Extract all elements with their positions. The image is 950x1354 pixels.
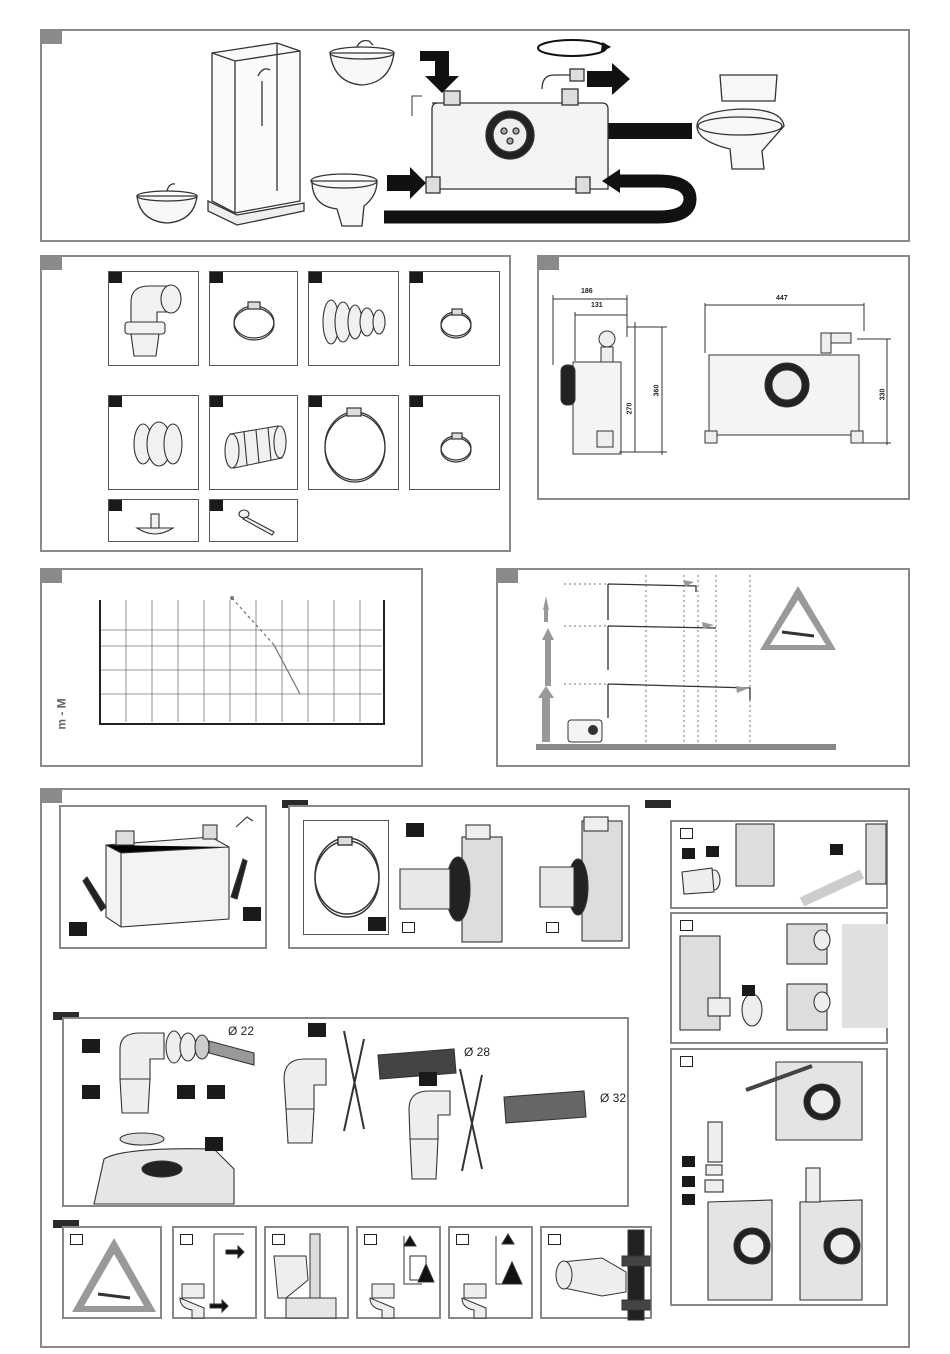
example-3 — [356, 1226, 441, 1319]
part-screw — [209, 499, 298, 542]
step-tag — [308, 1023, 326, 1037]
step-tag — [706, 846, 719, 857]
part-clamp-3 — [409, 395, 500, 490]
step-top-connection — [670, 1048, 888, 1306]
dim-side-inner: 131 — [591, 302, 603, 309]
panel-dimensions: 186 131 360 270 447 330 — [537, 255, 910, 500]
step-tag — [205, 1137, 223, 1151]
panel-overview — [40, 29, 910, 242]
warning-icon — [64, 1228, 164, 1321]
step-tag — [419, 1072, 437, 1086]
part-wall-plug — [108, 499, 199, 542]
step-tag — [82, 1085, 100, 1099]
performance-chart — [42, 570, 425, 769]
dim-front-height: 330 — [879, 389, 886, 401]
panel-tab — [42, 790, 62, 803]
top-connection-illustration — [672, 1050, 890, 1308]
step-unit-lift — [59, 805, 267, 949]
dim-side-width: 186 — [581, 288, 593, 295]
example-2 — [264, 1226, 349, 1319]
part-valve — [108, 395, 199, 490]
step-tag — [546, 922, 559, 933]
screw-icon — [210, 500, 299, 543]
outlet-cap-illustration — [672, 914, 890, 1046]
toilet-icon — [266, 1228, 351, 1321]
step-tag — [207, 1085, 225, 1099]
sink-icon — [330, 41, 394, 85]
step-tag — [682, 1194, 695, 1205]
example-5 — [540, 1226, 652, 1319]
toilet-icon — [174, 1228, 259, 1321]
diameter-22: Ø 22 — [228, 1024, 254, 1038]
clamp-icon — [410, 396, 501, 491]
part-sleeve — [209, 395, 298, 490]
diameter-32: Ø 32 — [600, 1091, 626, 1105]
part-elbow — [108, 271, 199, 366]
part-stepped-adapter — [308, 271, 399, 366]
step-tag — [69, 922, 87, 936]
step-tag — [177, 1085, 195, 1099]
pipe-junction-icon — [542, 1228, 654, 1321]
bidet-icon — [311, 174, 377, 226]
dim-side-height-total: 360 — [653, 385, 660, 397]
pipe-run-diagram — [498, 570, 912, 769]
diameter-28: Ø 28 — [464, 1045, 490, 1059]
step-outlet-cap — [670, 912, 888, 1044]
warning-icon — [760, 586, 836, 650]
dim-side-height-outlet: 270 — [626, 403, 633, 415]
step-tag — [82, 1039, 100, 1053]
dimension-drawing — [539, 257, 912, 502]
elbow-icon — [109, 272, 200, 367]
step-tag — [406, 823, 424, 837]
rotate-icon — [538, 40, 609, 56]
step-elbow-hoses: Ø 22 Ø 28 Ø 32 — [62, 1017, 629, 1207]
step-clamp-connection — [288, 805, 630, 949]
example-warning — [62, 1226, 162, 1319]
step-tag — [682, 1156, 695, 1167]
chart-axis-label: m - M — [55, 698, 69, 729]
clamp-icon — [309, 396, 400, 491]
clamp-icon — [410, 272, 501, 367]
step-tag — [243, 907, 261, 921]
toilet-icon — [450, 1228, 535, 1321]
step-side-inlet — [670, 820, 888, 909]
step-marker — [645, 800, 671, 808]
step-tag — [742, 985, 755, 996]
toilet-icon — [358, 1228, 443, 1321]
part-clamp-2 — [409, 271, 500, 366]
unit-illustration — [61, 807, 269, 951]
part-large-clamp — [308, 395, 399, 490]
valve-icon — [109, 396, 200, 491]
side-inlet-illustration — [672, 822, 890, 911]
shower-icon — [208, 43, 304, 225]
step-tag — [402, 922, 415, 933]
overview-illustration — [42, 31, 912, 244]
panel-chart: m - M — [40, 568, 423, 767]
panel-pipe-runs — [496, 568, 910, 767]
panel-tab — [42, 257, 62, 270]
example-4 — [448, 1226, 533, 1319]
toilet-icon — [697, 75, 784, 169]
sleeve-icon — [210, 396, 299, 491]
step-tag — [682, 848, 695, 859]
dim-front-width: 447 — [776, 295, 788, 302]
example-1 — [172, 1226, 257, 1319]
part-small-clamp — [209, 271, 298, 366]
sink-icon — [137, 184, 197, 223]
step-tag — [682, 1176, 695, 1187]
step-tag — [830, 844, 843, 855]
clamp-icon — [210, 272, 299, 367]
connection-illustration — [290, 807, 632, 951]
adapter-icon — [309, 272, 400, 367]
plug-icon — [109, 500, 200, 543]
elbow-hose-illustration — [64, 1019, 631, 1209]
